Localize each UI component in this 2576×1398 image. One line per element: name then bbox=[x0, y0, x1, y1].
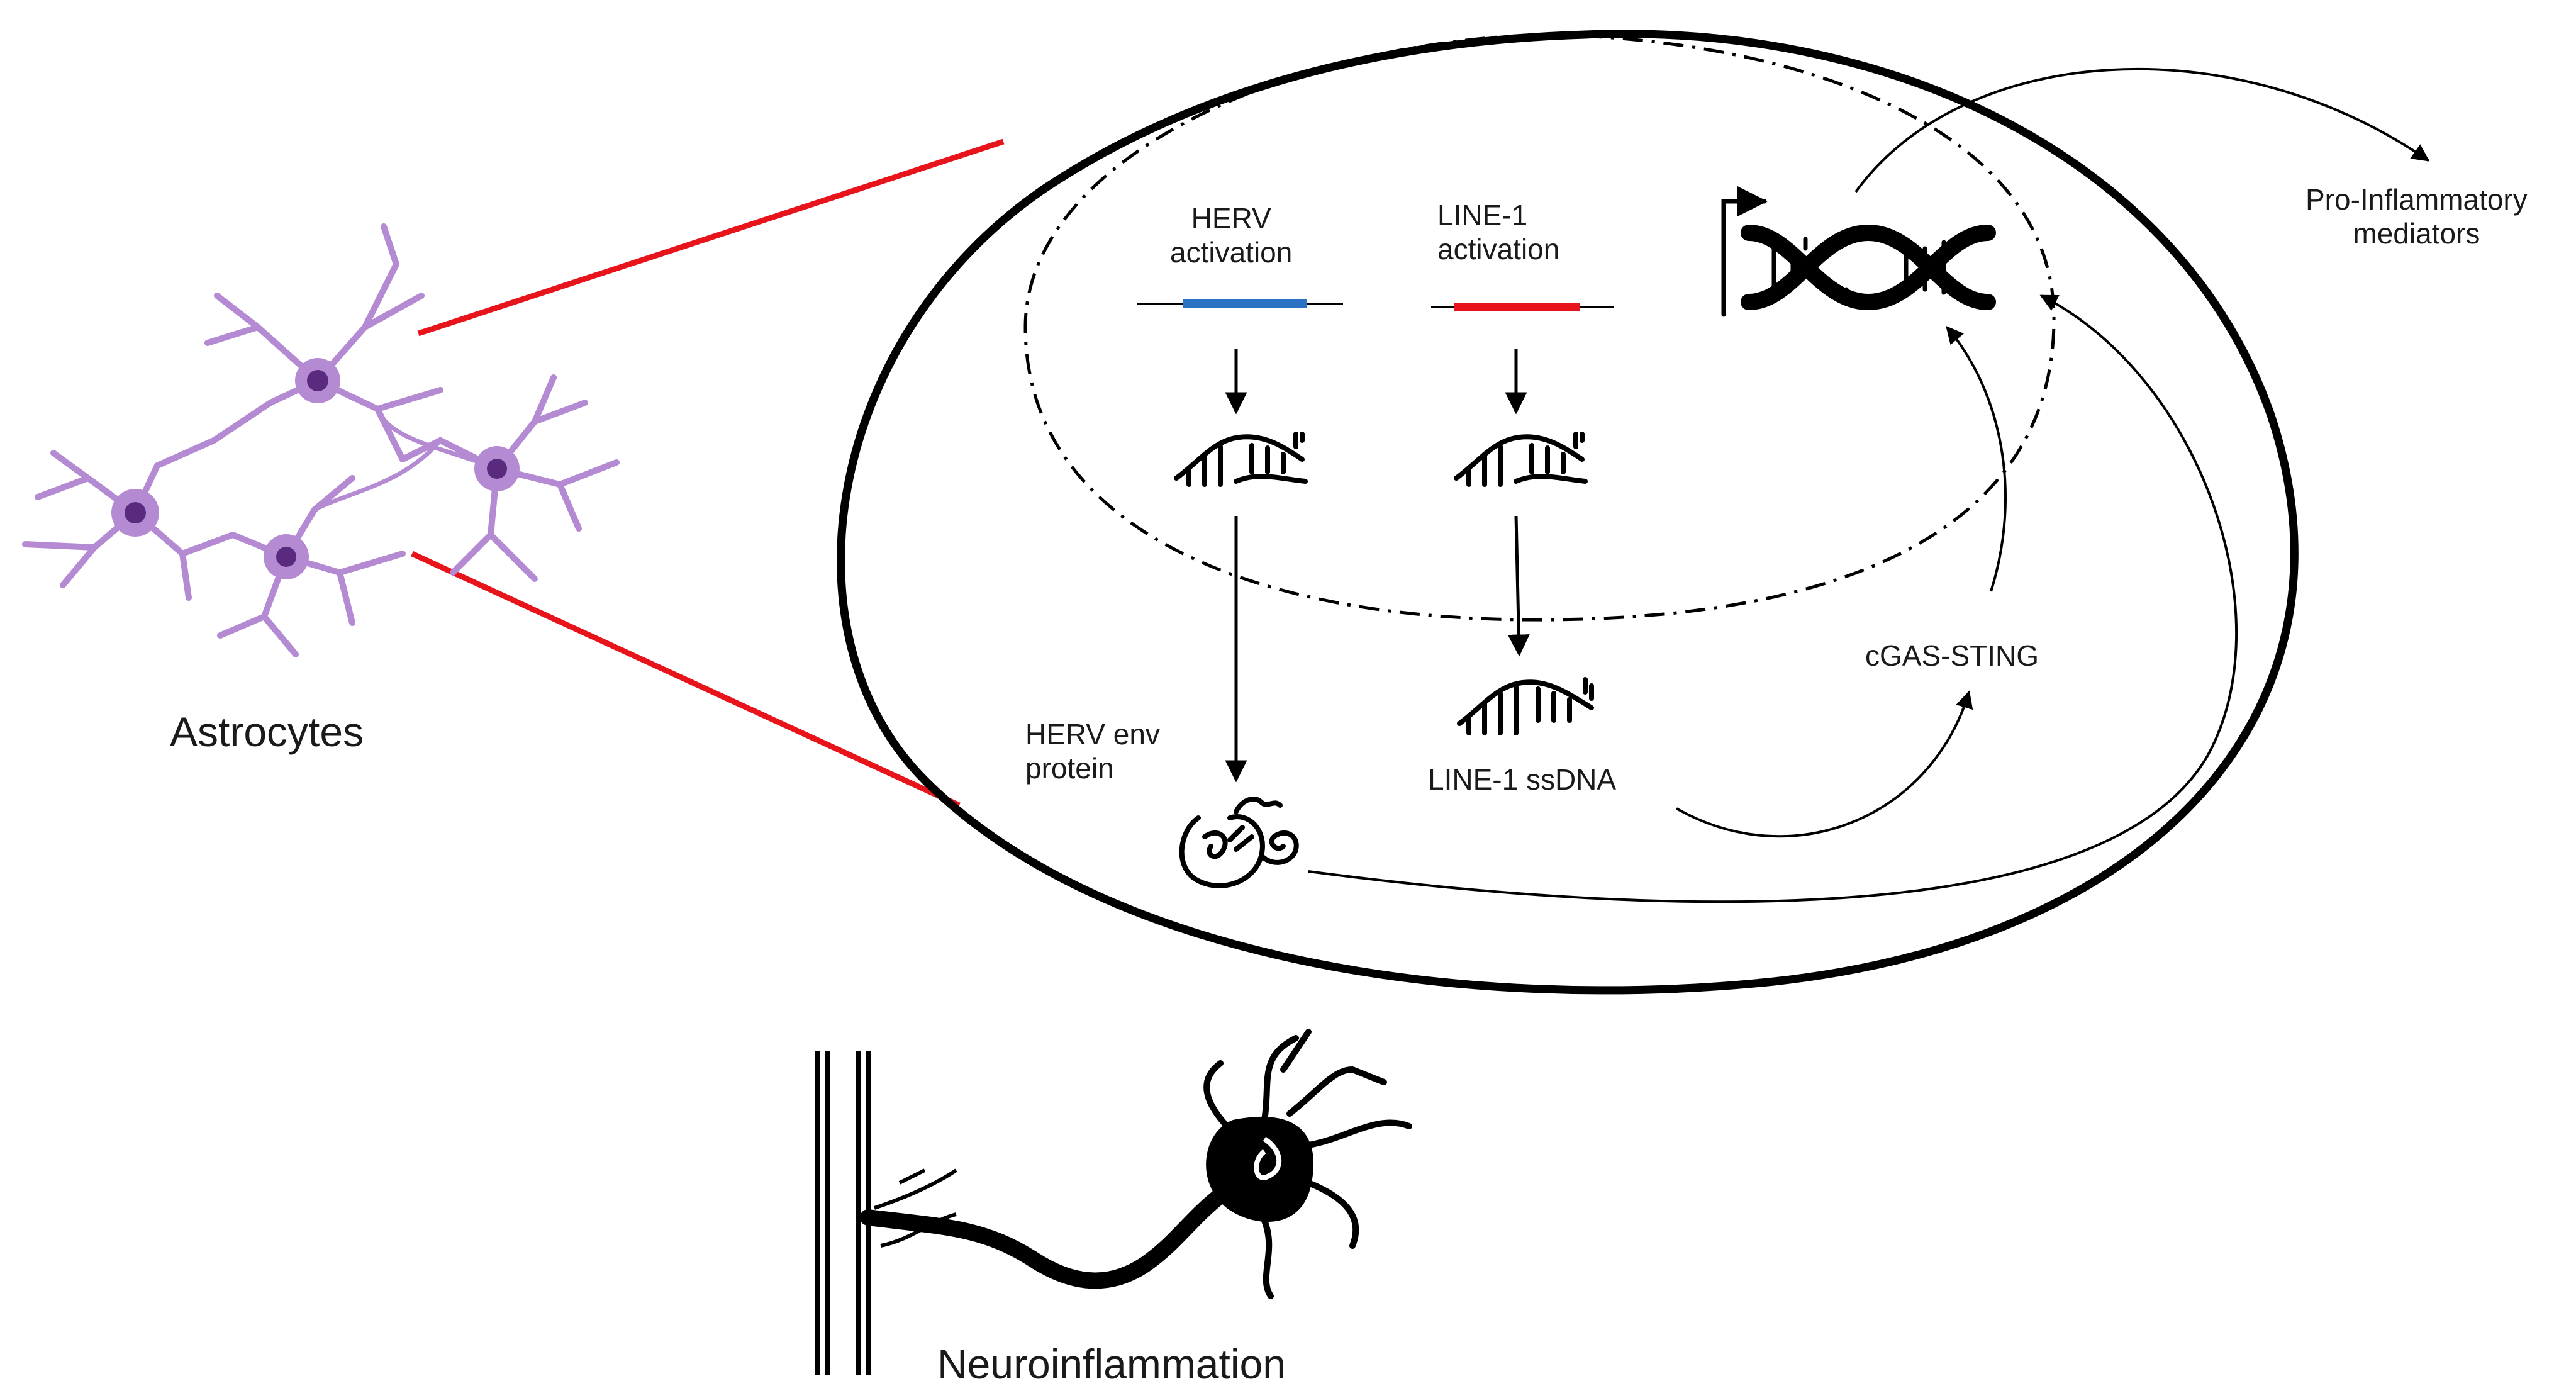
line1-activation-line1: LINE-1 bbox=[1437, 199, 1528, 232]
arrow-dna-to-mediators bbox=[1854, 68, 2430, 193]
dna-gene-icon bbox=[1721, 186, 1996, 317]
line1-ssdna-label: LINE-1 ssDNA bbox=[1428, 763, 1617, 796]
pro-inflammatory-line1: Pro-Inflammatory bbox=[2306, 183, 2528, 216]
astrocyte-cell-bodies bbox=[111, 358, 520, 579]
herv-activation-line2: activation bbox=[1170, 236, 1293, 269]
cgas-sting-label: cGAS-STING bbox=[1865, 639, 2039, 672]
protein-icon bbox=[1179, 797, 1299, 888]
callout-line-bottom bbox=[411, 551, 961, 808]
herv-activation-label: HERV activation bbox=[1170, 201, 1292, 270]
arrow-rna-to-ssdna bbox=[1507, 515, 1530, 657]
astrocytes-label: Astrocytes bbox=[170, 708, 364, 755]
rna-icon bbox=[1174, 432, 1308, 487]
rna-icon bbox=[1454, 432, 1588, 487]
line1-activation-label: LINE-1 activation bbox=[1437, 198, 1559, 267]
cell-membrane bbox=[837, 30, 2299, 995]
astrocyte-network bbox=[22, 223, 620, 657]
herv-env-protein-line1: HERV env bbox=[1025, 718, 1160, 751]
herv-env-protein-label: HERV env protein bbox=[1025, 717, 1160, 786]
neuroinflammation-label: Neuroinflammation bbox=[937, 1341, 1286, 1387]
arrow-cgas-to-dna bbox=[1946, 325, 2007, 592]
ssdna-icon bbox=[1457, 677, 1594, 735]
nucleus-membrane bbox=[1023, 33, 2056, 622]
herv-env-protein-line2: protein bbox=[1025, 752, 1114, 785]
line1-activation-line2: activation bbox=[1437, 233, 1560, 266]
pro-inflammatory-line2: mediators bbox=[2353, 217, 2480, 250]
neuron-icon bbox=[815, 1029, 1412, 1375]
arrow-ssdna-to-cgas bbox=[1676, 690, 1973, 838]
herv-activation-line1: HERV bbox=[1191, 202, 1271, 235]
arrow-env-protein-to-dna bbox=[1308, 294, 2238, 903]
pro-inflammatory-label: Pro-Inflammatory mediators bbox=[2306, 182, 2528, 251]
callout-line-top bbox=[417, 138, 1005, 337]
